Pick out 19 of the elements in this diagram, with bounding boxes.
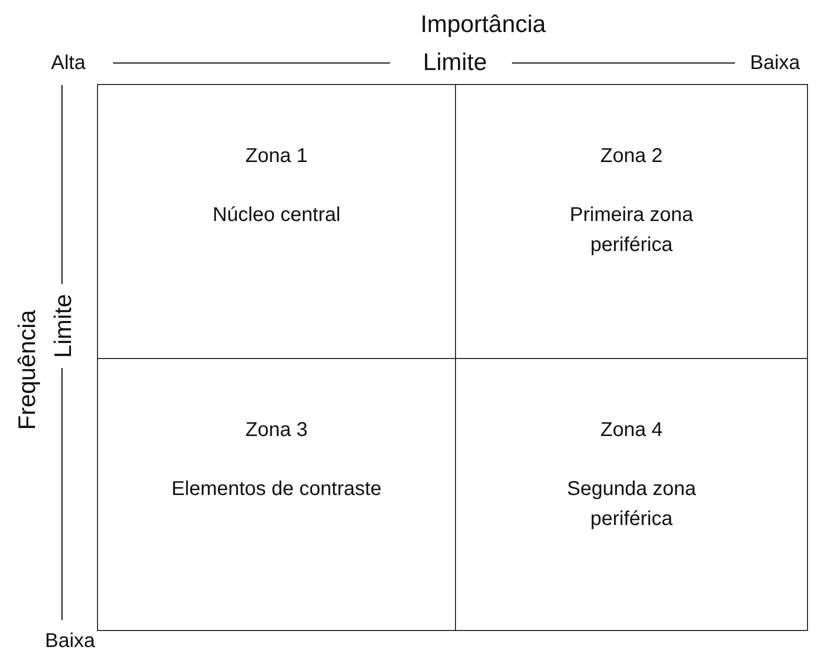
quadrant-cell (455, 84, 808, 359)
threshold-label: Limite (423, 51, 488, 75)
zone-heading: Zona 4 (600, 418, 663, 443)
zone-description: Elementos de contraste (171, 477, 382, 502)
quadrant-cell (455, 358, 808, 631)
zone-heading: Zona 3 (245, 418, 308, 443)
quadrant-cell (97, 84, 456, 359)
axis-end-label: Baixa (45, 631, 96, 651)
zone-description: Núcleo central (212, 203, 340, 228)
threshold-label: Limite (52, 294, 76, 358)
axis-end-label: Baixa (750, 53, 800, 73)
zone-heading: Zona 2 (600, 144, 663, 169)
zone-description: Primeira zona periférica (568, 203, 694, 258)
axis-title: Importância (420, 13, 546, 37)
axis-end-label: Alta (51, 53, 86, 73)
axis-title: Frequência (16, 310, 40, 430)
quadrant-cell (97, 358, 456, 631)
zone-description: Segunda zona periférica (566, 477, 697, 532)
zone-heading: Zona 1 (245, 144, 308, 169)
